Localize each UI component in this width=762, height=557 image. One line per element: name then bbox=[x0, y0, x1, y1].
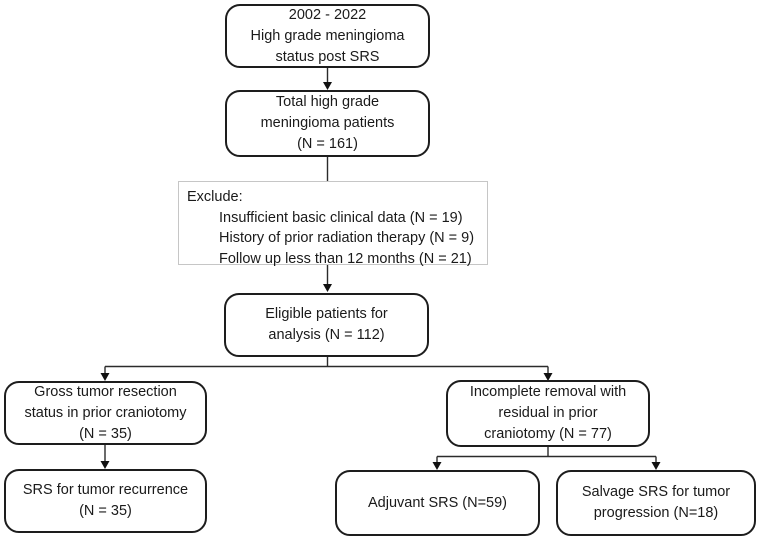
node-text-line: meningioma patients bbox=[260, 115, 395, 131]
node-text-line: Gross tumor resection bbox=[34, 383, 177, 400]
node-salvage-srs: Salvage SRS for tumor progression (N=18) bbox=[556, 470, 756, 536]
node-eligible-patients: Eligible patients for analysis (N = 112) bbox=[224, 293, 429, 357]
node-text-line: (N = 161) bbox=[297, 136, 358, 152]
node-text-line: residual in prior bbox=[498, 405, 598, 421]
node-text-line: 2002 - 2022 bbox=[288, 6, 367, 23]
node-text-line: High grade meningioma bbox=[250, 27, 405, 44]
exclusion-title: Exclude: bbox=[187, 189, 243, 205]
node-text-line: Salvage SRS for tumor bbox=[581, 484, 731, 500]
node-text-line: Incomplete removal with bbox=[469, 384, 627, 400]
node-text-line: status in prior craniotomy bbox=[24, 404, 187, 421]
node-text-line: (N = 35) bbox=[79, 425, 132, 442]
node-total-patients: Total high grade meningioma patients (N … bbox=[225, 90, 430, 157]
node-study-period: 2002 - 2022 High grade meningioma status… bbox=[225, 4, 430, 68]
node-text-line: status post SRS bbox=[275, 48, 380, 65]
exclusion-item: History of prior radiation therapy (N = … bbox=[219, 230, 475, 246]
exclusion-item: Follow up less than 12 months (N = 21) bbox=[219, 250, 472, 267]
node-text-line: analysis (N = 112) bbox=[268, 327, 385, 343]
node-text-line: Total high grade bbox=[275, 94, 380, 110]
node-adjuvant-srs: Adjuvant SRS (N=59) bbox=[335, 470, 540, 536]
node-text-line: Adjuvant SRS (N=59) bbox=[367, 494, 508, 511]
node-srs-recurrence: SRS for tumor recurrence (N = 35) bbox=[4, 469, 207, 533]
node-text-line: Eligible patients for bbox=[265, 306, 388, 322]
exclusion-item: Insufficient basic clinical data (N = 19… bbox=[219, 209, 463, 226]
node-text-line: progression (N=18) bbox=[593, 505, 719, 521]
node-text-line: SRS for tumor recurrence bbox=[22, 482, 189, 498]
node-gross-resection: Gross tumor resection status in prior cr… bbox=[4, 381, 207, 445]
node-exclusion-criteria: Exclude: Insufficient basic clinical dat… bbox=[178, 181, 488, 267]
node-text-line: (N = 35) bbox=[79, 503, 132, 519]
node-text-line: craniotomy (N = 77) bbox=[484, 426, 612, 442]
node-incomplete-removal: Incomplete removal with residual in prio… bbox=[446, 380, 650, 447]
